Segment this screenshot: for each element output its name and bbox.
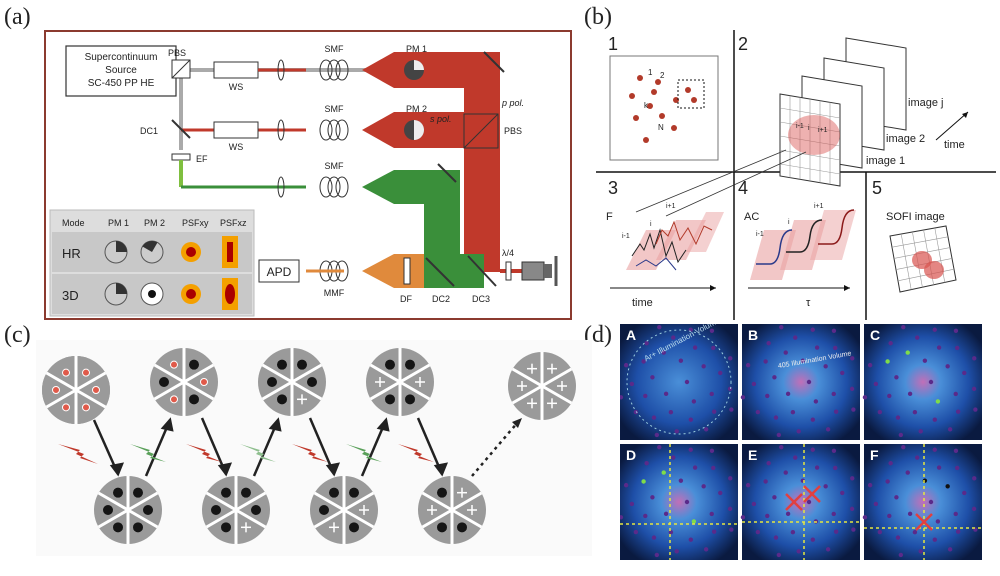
pbs-right-label: PBS	[504, 126, 522, 136]
photoswitching-diagram	[36, 340, 592, 556]
tile-label-d: D	[626, 447, 636, 463]
tile-d: D	[620, 444, 738, 560]
pixel-label-i-plus-1: i+1	[818, 127, 828, 134]
pixel-label-i-minus-1: i-1	[796, 123, 804, 130]
quadrant-4-label: 4	[738, 178, 748, 198]
table-header-psfxy: PSFxy	[182, 218, 209, 228]
time-axis-label: time	[632, 297, 653, 309]
apd-label: APD	[267, 265, 292, 279]
q3-pixel-i-minus-1: i-1	[622, 233, 630, 240]
smf3-label: SMF	[325, 161, 345, 171]
quadrant-5-label: 5	[872, 178, 882, 198]
lambda4-label: λ/4	[502, 248, 514, 258]
panel-label-a: (a)	[4, 4, 31, 30]
q3-pixel-i-plus-1: i+1	[666, 203, 676, 210]
ws1-label: WS	[229, 82, 244, 92]
quadrant-2-label: 2	[738, 34, 748, 54]
quadrant-1-label: 1	[608, 34, 618, 54]
source-line1: Supercontinuum	[85, 52, 158, 63]
sofi-diagram: 1 2 3 4 5 1 2 k N i-1 i i+1 image j imag…	[596, 30, 996, 320]
table-row-hr: HR	[62, 246, 81, 261]
image-2-label: image 2	[886, 133, 925, 145]
panel-label-c: (c)	[4, 322, 31, 348]
tau-axis-label: τ	[806, 297, 811, 309]
q3-pixel-i: i	[650, 221, 652, 228]
dc3-label: DC3	[472, 294, 490, 304]
df-label: DF	[400, 294, 412, 304]
table-header-psfxz: PSFxz	[220, 218, 247, 228]
panel-label-b: (b)	[584, 4, 612, 30]
ws2-label: WS	[229, 142, 244, 152]
table-header-pm1: PM 1	[108, 218, 129, 228]
dot-label-n: N	[658, 123, 664, 132]
source-line2: Source	[105, 65, 137, 76]
dot-label-k: k	[644, 101, 649, 110]
tile-label-b: B	[748, 327, 758, 343]
dc2-label: DC2	[432, 294, 450, 304]
s-pol-label: s pol.	[430, 114, 452, 124]
q4-pixel-i-minus-1: i-1	[756, 231, 764, 238]
mmf-label: MMF	[324, 288, 345, 298]
pbs-top-label: PBS	[168, 48, 186, 58]
p-pol-label: p pol.	[501, 98, 524, 108]
source-line3: SC-450 PP HE	[88, 78, 155, 89]
tile-label-a: A	[626, 327, 636, 343]
optical-setup-diagram: Supercontinuum Source SC-450 PP HE PBS W…	[44, 30, 572, 320]
dot-label-2: 2	[660, 71, 665, 80]
quadrant-3-label: 3	[608, 178, 618, 198]
tile-label-f: F	[870, 447, 879, 463]
table-header-pm2: PM 2	[144, 218, 165, 228]
dot-label-1: 1	[648, 68, 653, 77]
pixel-label-i: i	[808, 125, 810, 132]
tile-f: F	[862, 444, 982, 560]
image-1-label: image 1	[866, 155, 905, 167]
table-row-3d: 3D	[62, 288, 79, 303]
smf2-label: SMF	[325, 104, 345, 114]
f-axis-label: F	[606, 211, 613, 223]
time-arrow-label: time	[944, 139, 965, 151]
q4-pixel-i: i	[788, 219, 790, 226]
tile-label-e: E	[748, 447, 757, 463]
image-j-label: image j	[908, 97, 943, 109]
sofi-image-title: SOFI image	[886, 211, 945, 223]
q4-pixel-i-plus-1: i+1	[814, 203, 824, 210]
ac-axis-label: AC	[744, 211, 759, 223]
supercontinuum-source-box	[65, 45, 177, 97]
ef-label: EF	[196, 154, 208, 164]
pm1-label: PM 1	[406, 44, 427, 54]
dc1-label: DC1	[140, 126, 158, 136]
tile-label-c: C	[870, 327, 880, 343]
pm2-label: PM 2	[406, 104, 427, 114]
table-header-mode: Mode	[62, 218, 85, 228]
tile-c: C	[862, 324, 982, 440]
tile-e: E	[740, 444, 860, 560]
smf1-label: SMF	[325, 44, 345, 54]
